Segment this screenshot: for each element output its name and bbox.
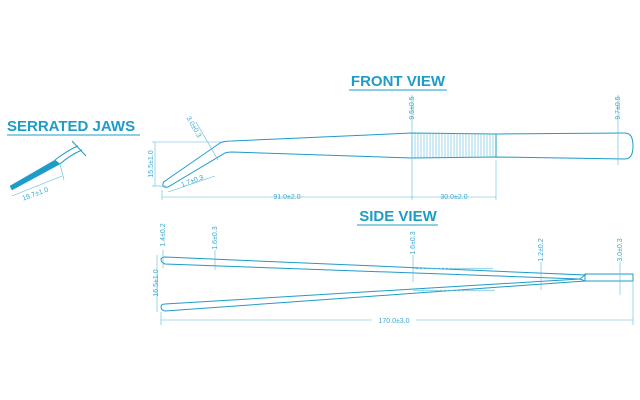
front-tip-height-label: 15.5±1.0	[148, 150, 155, 177]
front-grip-serration	[411, 133, 497, 158]
serrated-jaws-detail: 19.7±1.0	[9, 140, 87, 203]
front-end-width-label: 9.7±0.5	[615, 96, 622, 119]
front-grip-length-label: 30.0±2.0	[440, 194, 467, 201]
side-arm-thick-1-label: 1.6±0.3	[212, 226, 219, 249]
jaws-length-label: 19.7±1.0	[22, 187, 50, 203]
side-view: 1.4±0.2 1.6±0.3 1.6±0.3 1.2±0.2 3.0±0.3 …	[153, 223, 634, 325]
lower-arm-serration	[412, 289, 496, 292]
side-joint-thick-label: 1.2±0.2	[538, 238, 545, 261]
side-tip-thick-label: 1.4±0.2	[160, 223, 167, 246]
side-opening-label: 16.5±1.0	[153, 269, 160, 296]
side-total-length-label: 170.0±3.0	[378, 318, 409, 325]
front-bend-width-label: 3.0±0.3	[184, 115, 202, 139]
side-arm-thick-2-label: 1.6±0.3	[410, 231, 417, 254]
side-view-title: SIDE VIEW	[359, 208, 437, 225]
upper-arm-serration	[412, 267, 494, 270]
front-view-title: FRONT VIEW	[351, 73, 446, 90]
serrated-jaws-title: SERRATED JAWS	[7, 118, 135, 135]
front-to-grip-label: 91.0±2.0	[273, 194, 300, 201]
front-grip-width-label: 9.5±0.5	[409, 96, 416, 119]
side-end-thick-label: 3.0±0.3	[617, 238, 624, 261]
front-tip-width-label: 1.7±0.3	[180, 174, 204, 189]
front-view: 15.5±1.0 3.0±0.3 1.7±0.3 91.0±2.0 30.0±2…	[148, 95, 634, 201]
